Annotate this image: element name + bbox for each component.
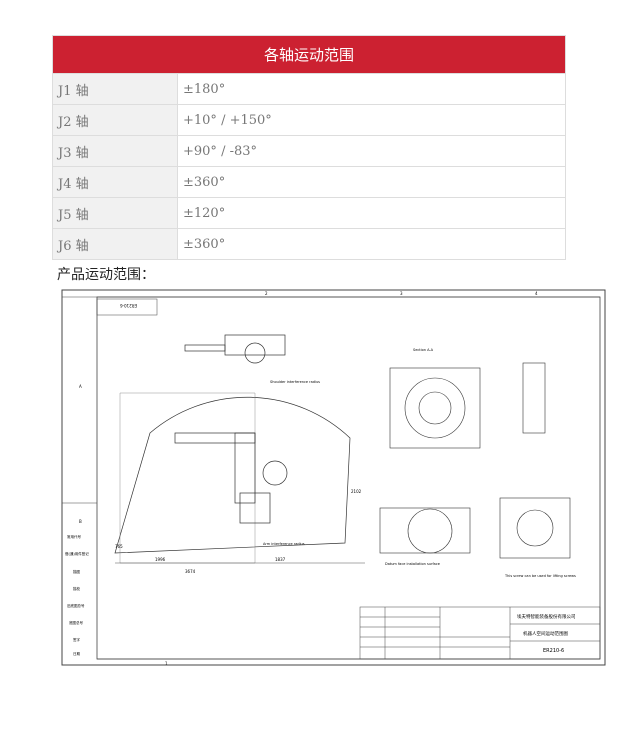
- row-label: B: [79, 519, 82, 524]
- col-label: 3: [400, 291, 403, 296]
- axis-label: J5 轴: [52, 197, 178, 229]
- axis-label: J2 轴: [52, 104, 178, 136]
- svg-text:描校: 描校: [73, 586, 80, 591]
- company-name: 埃夫特智能装备股份有限公司: [517, 613, 576, 620]
- axis-label: J1 轴: [52, 73, 178, 105]
- svg-text:3674: 3674: [185, 569, 196, 574]
- row-label: A: [79, 384, 82, 389]
- drawing-number: ER210-6: [543, 648, 564, 654]
- axis-range: ±360°: [177, 228, 566, 260]
- drawing-title: 机器人空间运动范围图: [523, 630, 568, 637]
- section-caption: 产品运动范围：: [57, 267, 155, 283]
- svg-text:1837: 1837: [275, 557, 286, 562]
- table-row: J2 轴+10° / +150°: [52, 104, 566, 136]
- axis-range-table: 各轴运动范围 J1 轴±180° J2 轴+10° / +150° J3 轴+9…: [52, 35, 566, 260]
- svg-text:底图总号: 底图总号: [69, 620, 83, 625]
- svg-text:旧底图总号: 旧底图总号: [67, 603, 85, 608]
- svg-text:常用代号: 常用代号: [67, 534, 81, 539]
- title-block: [359, 606, 601, 660]
- col-label: 1: [165, 661, 168, 666]
- axis-label: J3 轴: [52, 135, 178, 167]
- svg-text:765: 765: [115, 544, 123, 549]
- svg-text:Section A-A: Section A-A: [413, 348, 434, 352]
- svg-text:Datum face installation surfac: Datum face installation surface: [385, 562, 440, 566]
- table-row: J3 轴+90° / -83°: [52, 135, 566, 167]
- table-row: J5 轴±120°: [52, 197, 566, 229]
- svg-text:描图: 描图: [73, 569, 80, 574]
- table-row: J4 轴±360°: [52, 166, 566, 198]
- table-row: J1 轴±180°: [52, 73, 566, 105]
- table-title: 各轴运动范围: [52, 35, 566, 74]
- svg-text:日期: 日期: [73, 651, 80, 656]
- svg-text:签字: 签字: [73, 637, 80, 642]
- svg-text:This screw can be used for lif: This screw can be used for lifting screw…: [504, 574, 576, 578]
- robot-sketch: [174, 334, 288, 524]
- col-label: 2: [265, 291, 268, 296]
- axis-range: ±360°: [177, 166, 566, 198]
- axis-range: ±120°: [177, 197, 566, 229]
- svg-text:借(通)用件登记: 借(通)用件登记: [65, 551, 89, 556]
- svg-text:1996: 1996: [155, 557, 166, 562]
- svg-text:Arm interference radius: Arm interference radius: [263, 542, 305, 546]
- svg-text:2102: 2102: [351, 489, 362, 494]
- axis-label: J6 轴: [52, 228, 178, 260]
- col-label: 4: [535, 291, 538, 296]
- axis-label: J4 轴: [52, 166, 178, 198]
- drawing-stamp: ER210-6: [120, 303, 137, 308]
- axis-range: +10° / +150°: [177, 104, 566, 136]
- axis-range: ±180°: [177, 73, 566, 105]
- section-views: [379, 362, 571, 559]
- svg-text:Shoulder interference radius: Shoulder interference radius: [270, 380, 320, 384]
- axis-range: +90° / -83°: [177, 135, 566, 167]
- motion-range-drawing: 2 3 4 1 A B 常用代号 借(通)用件登记 描图 描校 旧底图总号 底图…: [61, 289, 606, 666]
- table-row: J6 轴±360°: [52, 228, 566, 260]
- side-labels: 常用代号 借(通)用件登记 描图 描校 旧底图总号 底图总号 签字 日期: [65, 534, 89, 656]
